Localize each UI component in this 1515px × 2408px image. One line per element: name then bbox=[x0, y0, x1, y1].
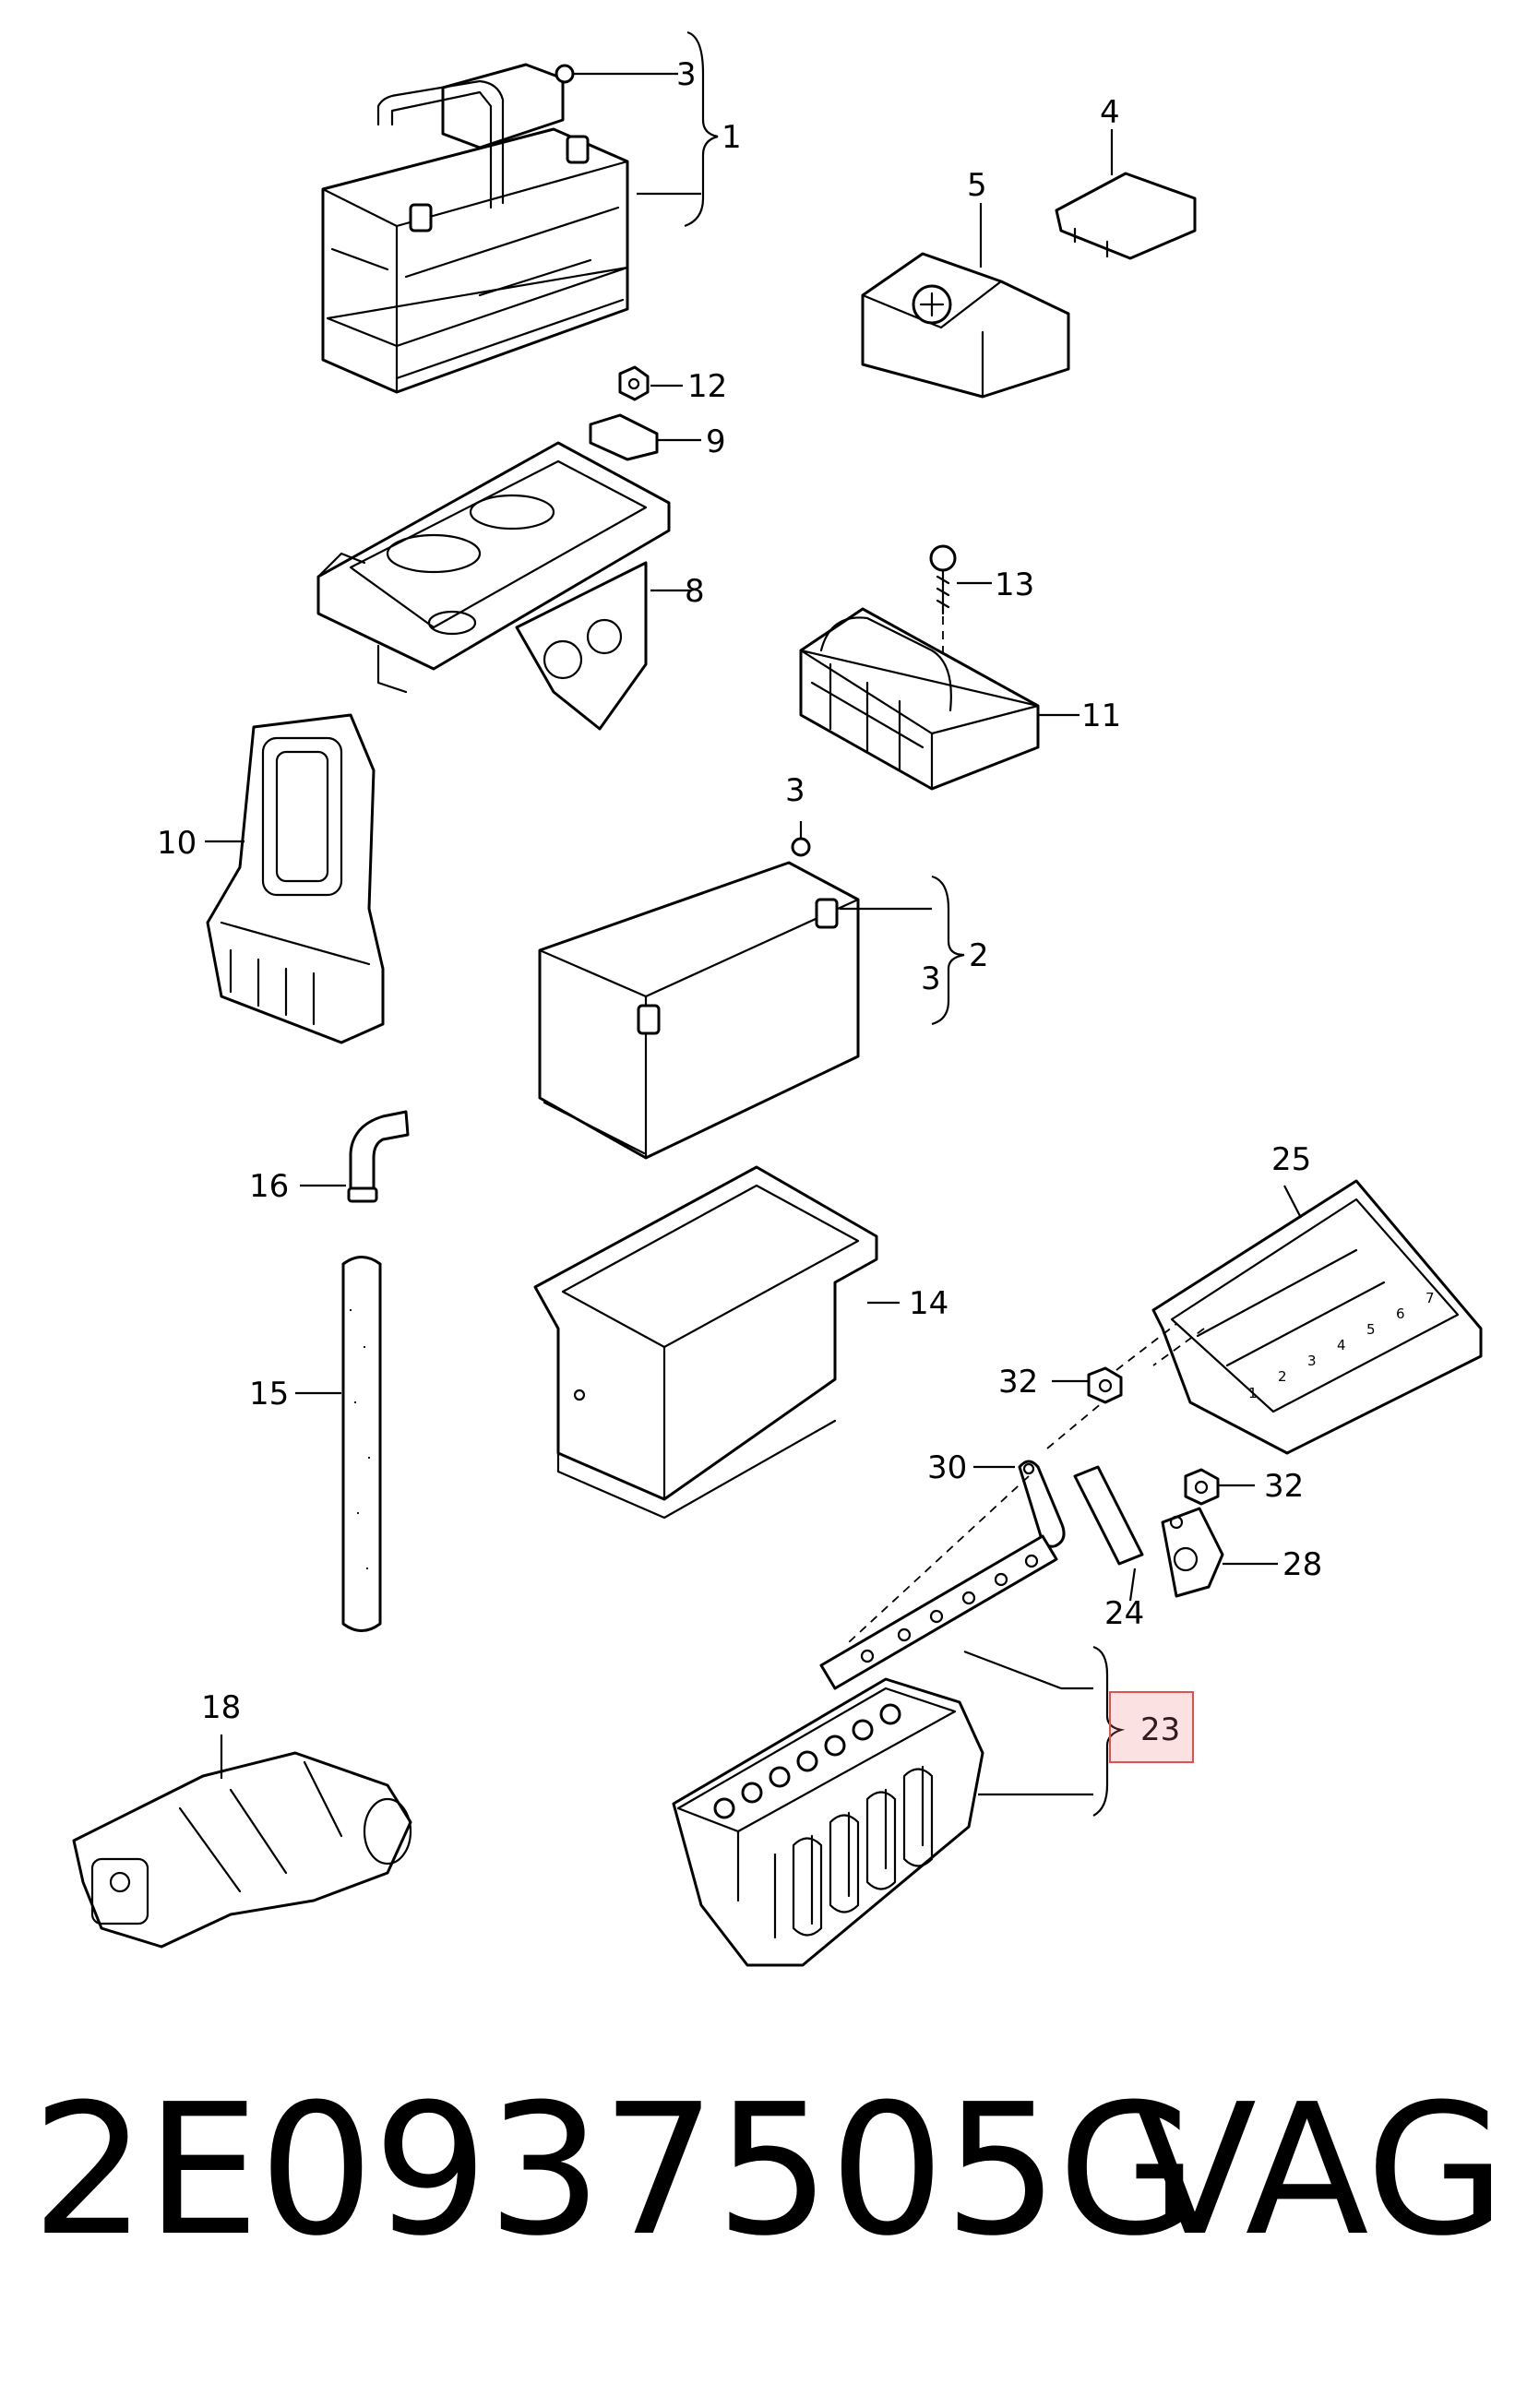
terminal-cover-plus bbox=[861, 203, 1070, 399]
callout-10: 10 bbox=[157, 825, 197, 862]
callout-24: 24 bbox=[1104, 1595, 1144, 1632]
callout-12: 12 bbox=[687, 368, 727, 405]
fuse-box-cover-25 bbox=[1151, 1179, 1483, 1455]
plate-24 bbox=[1073, 1465, 1144, 1602]
callout-14: 14 bbox=[909, 1285, 948, 1322]
fuse-holder-11 bbox=[799, 607, 1080, 791]
callout-18: 18 bbox=[201, 1689, 241, 1726]
callout-32-lower: 32 bbox=[1264, 1468, 1304, 1505]
fuse-scale-5: 5 bbox=[1366, 1321, 1376, 1338]
terminal-cover-small bbox=[1055, 129, 1197, 260]
vent-elbow-16 bbox=[300, 1110, 410, 1203]
callout-23: 23 bbox=[1140, 1711, 1180, 1748]
nut-32-upper bbox=[1052, 1323, 1177, 1404]
fuse-scale-3: 3 bbox=[1307, 1353, 1317, 1369]
fuse-scale-2: 2 bbox=[1278, 1368, 1287, 1385]
callout-28: 28 bbox=[1282, 1546, 1322, 1583]
clip-28 bbox=[1161, 1507, 1278, 1598]
part-number: 2E0937505G bbox=[31, 2066, 1198, 2276]
highlight-box-23 bbox=[1109, 1691, 1194, 1763]
battery-bolt-top bbox=[555, 64, 678, 84]
callout-11: 11 bbox=[1081, 697, 1121, 734]
callout-16: 16 bbox=[249, 1168, 289, 1205]
battery-box-14 bbox=[533, 1165, 900, 1520]
battery-2 bbox=[538, 861, 932, 1160]
callout-15: 15 bbox=[249, 1376, 289, 1413]
callout-1: 1 bbox=[722, 119, 742, 156]
battery-tray bbox=[316, 441, 692, 731]
fuse-box-23 bbox=[672, 1534, 1093, 1967]
callout-25: 25 bbox=[1271, 1141, 1311, 1178]
nut-32-lower bbox=[1184, 1468, 1255, 1506]
connector-18 bbox=[72, 1734, 412, 1949]
battery-with-handle bbox=[321, 63, 629, 394]
fuse-scale-6: 6 bbox=[1396, 1305, 1405, 1322]
callout-3-top: 3 bbox=[676, 56, 697, 93]
callout-9: 9 bbox=[706, 423, 726, 460]
callout-30: 30 bbox=[927, 1449, 967, 1486]
callout-3-side: 3 bbox=[921, 960, 941, 997]
nut-part-12 bbox=[618, 365, 683, 401]
screw-part-13 bbox=[929, 544, 992, 701]
fuse-studs-row bbox=[713, 1703, 901, 1819]
brand-name: VAG bbox=[1133, 2066, 1507, 2276]
callout-5: 5 bbox=[967, 167, 987, 204]
fuse-scale-4: 4 bbox=[1337, 1337, 1346, 1353]
fuse-scale-7: 7 bbox=[1426, 1290, 1435, 1306]
callout-13: 13 bbox=[995, 566, 1034, 603]
fuse-scale-1: 1 bbox=[1248, 1385, 1258, 1401]
callout-32-upper: 32 bbox=[998, 1364, 1038, 1401]
callout-4: 4 bbox=[1100, 94, 1120, 131]
callout-2: 2 bbox=[969, 937, 989, 974]
clamp-part-9 bbox=[589, 413, 701, 461]
callout-3-middle: 3 bbox=[785, 772, 805, 809]
terminal-bolts-row bbox=[860, 1554, 1039, 1663]
battery-bolt-middle bbox=[791, 821, 811, 857]
fuse-carrier-10 bbox=[205, 713, 385, 1044]
callout-8: 8 bbox=[685, 573, 705, 610]
vent-hose-15 bbox=[295, 1256, 382, 1632]
